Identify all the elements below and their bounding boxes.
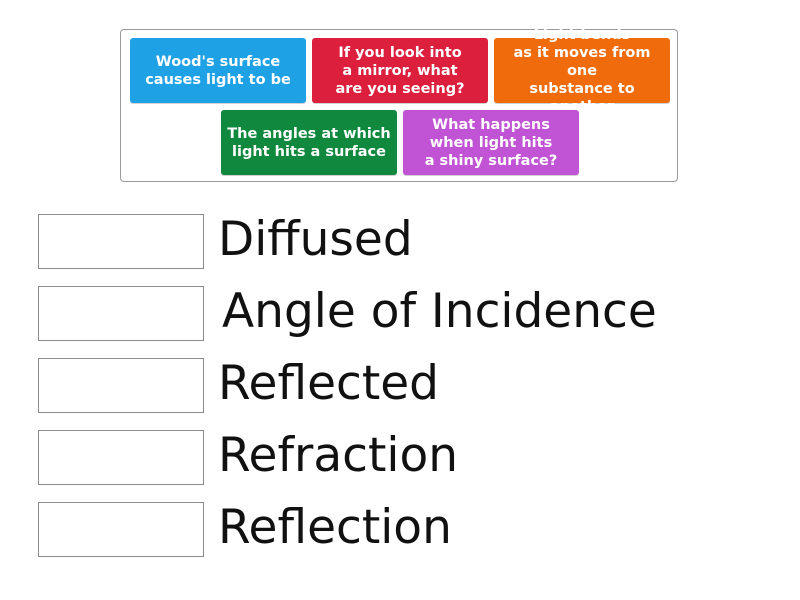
target-label: Reflected — [218, 356, 440, 411]
target-row-reflected: Reflected — [38, 356, 738, 414]
drag-card-shiny-surface[interactable]: What happens when light hits a shiny sur… — [403, 110, 579, 175]
drag-card-light-bends[interactable]: Light bends as it moves from one substan… — [494, 27, 670, 115]
drop-slot[interactable] — [38, 502, 204, 557]
card-tray: Wood's surface causes light to be If you… — [120, 27, 678, 182]
drop-slot[interactable] — [38, 358, 204, 413]
drop-slot[interactable] — [38, 430, 204, 485]
target-label: Refraction — [218, 428, 459, 483]
target-label: Diffused — [218, 212, 413, 267]
target-label: Reflection — [218, 500, 452, 555]
drag-card-woods-surface[interactable]: Wood's surface causes light to be — [130, 38, 306, 103]
target-label: Angle of Incidence — [222, 284, 657, 339]
target-row-diffused: Diffused — [38, 212, 738, 270]
drag-card-mirror-question[interactable]: If you look into a mirror, what are you … — [312, 38, 488, 103]
target-row-refraction: Refraction — [38, 428, 738, 486]
drop-slot[interactable] — [38, 214, 204, 269]
drop-slot[interactable] — [38, 286, 204, 341]
target-row-angle-of-incidence: Angle of Incidence — [38, 284, 738, 342]
target-row-reflection: Reflection — [38, 500, 738, 558]
drag-card-angles[interactable]: The angles at which light hits a surface — [221, 110, 397, 175]
